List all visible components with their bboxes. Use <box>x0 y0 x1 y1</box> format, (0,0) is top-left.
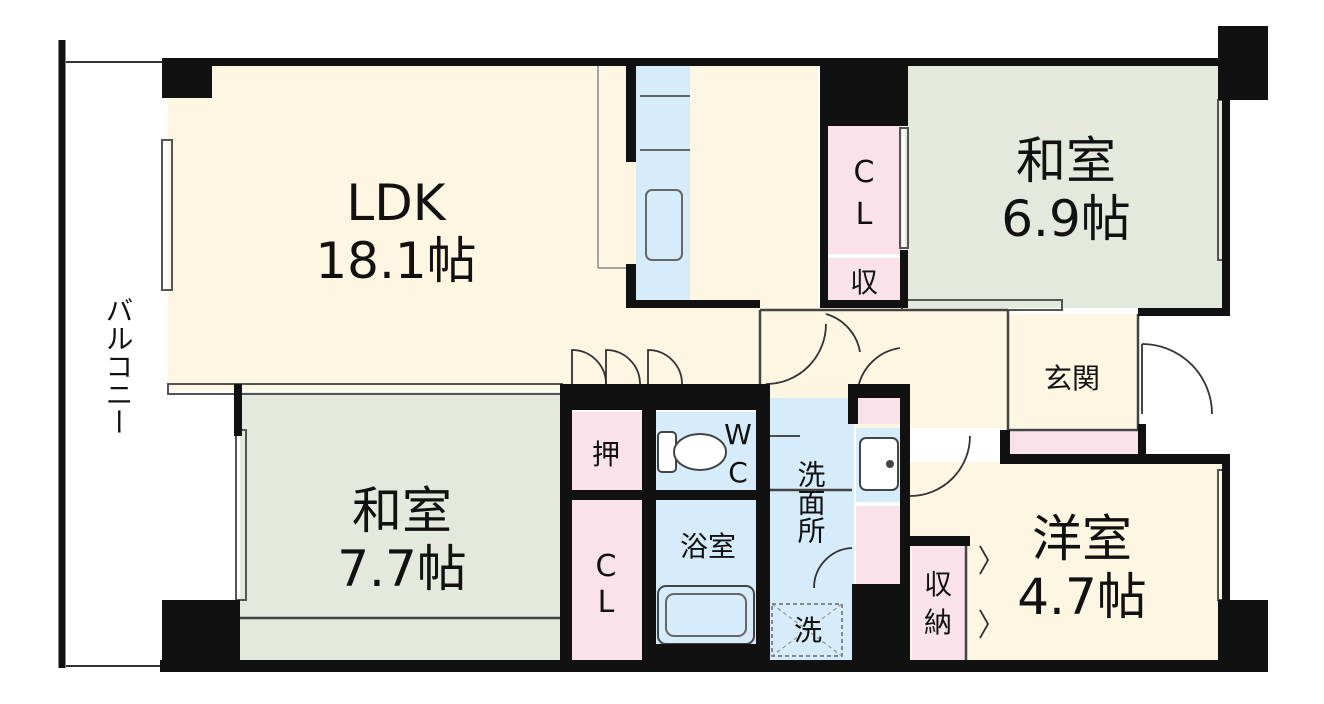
oshiire <box>570 412 642 492</box>
kitchen-counter <box>636 66 690 302</box>
basin-icon <box>859 437 899 491</box>
shuno <box>912 544 966 660</box>
shoe-box <box>858 398 902 424</box>
yoshitsu-size: 4.7帖 <box>1017 568 1147 626</box>
closet2-l: L <box>598 585 615 620</box>
walls <box>160 26 1268 672</box>
kitchen-sink <box>640 95 690 261</box>
bathroom <box>654 498 760 648</box>
toilet-icon <box>657 431 727 473</box>
linen-shelf <box>856 506 902 590</box>
ldk-name: LDK <box>346 174 446 232</box>
closet2-c: C <box>596 549 617 584</box>
wc-c: C <box>728 456 748 489</box>
oshiire-label: 押 <box>592 438 620 471</box>
washitsu-lower-floor <box>240 392 562 660</box>
balcony <box>58 40 168 668</box>
ldk-floor-lower <box>570 305 760 390</box>
washitsu-upper-floor <box>905 64 1223 308</box>
doors <box>571 313 1213 639</box>
shuno-label-2: 納 <box>924 606 952 639</box>
balcony-label: バルコニー <box>102 296 135 436</box>
closet-lower <box>570 498 642 660</box>
closet-c: C <box>854 155 875 190</box>
partitions <box>240 308 1140 660</box>
washroom-label: 洗面所 <box>794 460 827 544</box>
washing-machine-label: 洗 <box>794 614 822 647</box>
closet-upper <box>828 126 902 254</box>
washitsu2-size: 7.7帖 <box>337 540 467 598</box>
storage-label: 収 <box>850 266 878 299</box>
storage-small <box>828 258 902 302</box>
washitsu2-name: 和室 <box>352 482 452 540</box>
wc-w: W <box>724 418 752 451</box>
entrance-step <box>1010 430 1138 454</box>
ldk-size: 18.1帖 <box>315 232 476 290</box>
bathroom-label: 浴室 <box>680 530 736 563</box>
washroom <box>768 398 854 660</box>
washitsu1-size: 6.9帖 <box>1001 190 1131 248</box>
shuno-label-1: 収 <box>924 568 952 601</box>
entrance-floor <box>1008 314 1138 428</box>
yoshitsu-name: 洋室 <box>1032 510 1132 568</box>
washitsu1-name: 和室 <box>1016 132 1116 190</box>
labels: LDK 18.1帖 和室 6.9帖 和室 7.7帖 洋室 4.7帖 C L 収 … <box>315 132 1146 647</box>
closet-l: L <box>856 197 873 232</box>
entrance-label: 玄関 <box>1044 362 1100 395</box>
washing-machine-icon <box>771 603 843 657</box>
